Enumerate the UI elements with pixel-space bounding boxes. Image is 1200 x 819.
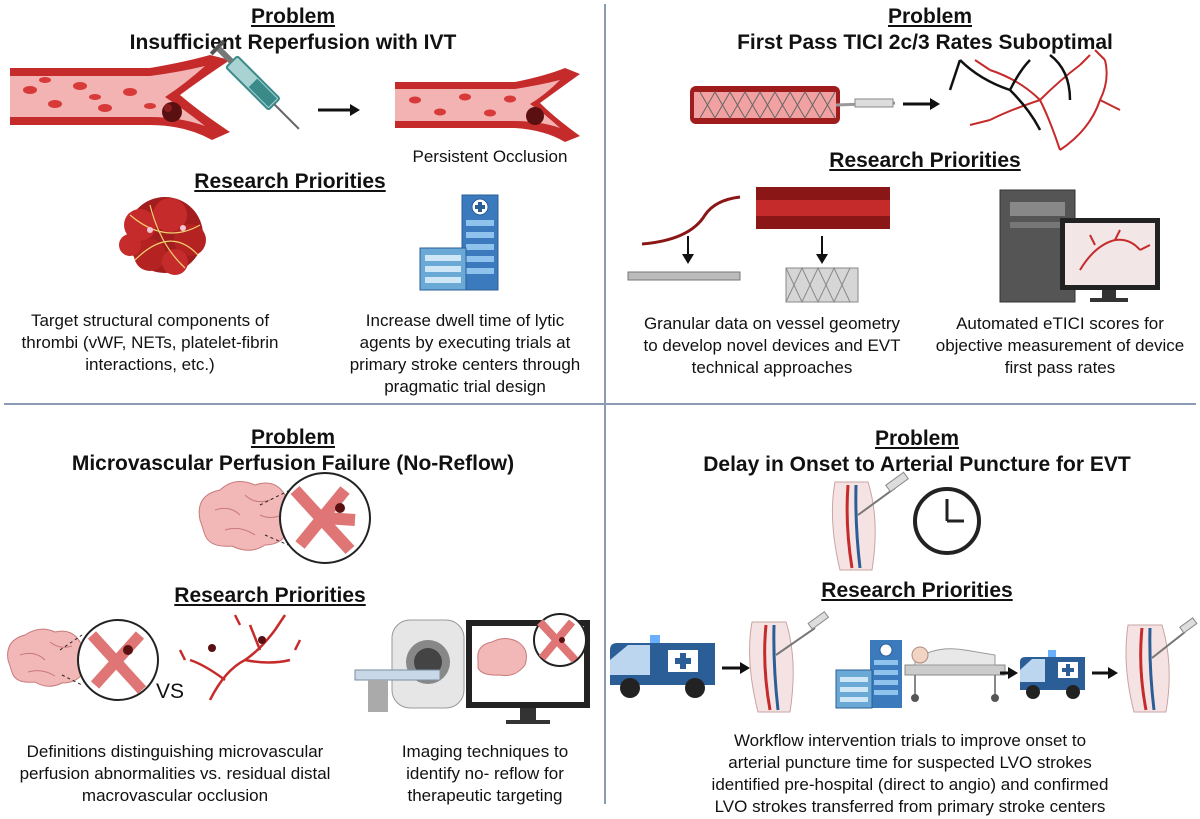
q2-priorities-label: Research Priorities	[829, 149, 1021, 172]
q4-problem-label: Problem	[874, 427, 960, 450]
computer-workstation-icon	[999, 189, 1160, 303]
q1-priority-2-line: agents by executing trials at	[359, 333, 571, 352]
q1-outcome-label: Persistent Occlusion	[412, 147, 568, 166]
leg-puncture-icon	[749, 610, 830, 713]
q2-priority-2-line: objective measurement of device	[935, 336, 1185, 355]
q1-priority-1: Target structural components of thrombi …	[10, 310, 290, 376]
q1-priority-1-line: thrombi (vWF, NETs, platelet-fibrin	[21, 333, 279, 352]
q2-priority-2: Automated eTICI scores for objective mea…	[920, 313, 1200, 379]
q1-priority-2-line: pragmatic trial design	[384, 377, 546, 396]
q3-priorities-label: Research Priorities	[174, 584, 366, 607]
q2-problem-label: Problem	[887, 5, 973, 28]
hospital-building-icon	[419, 194, 499, 291]
monitor-perfusion-icon	[466, 613, 590, 724]
stent-in-vessel-icon	[690, 86, 896, 124]
q2-priority-2-line: Automated eTICI scores for	[956, 314, 1164, 333]
syringe-icon	[209, 39, 300, 130]
arrow-icon	[1000, 667, 1018, 679]
q1-priority-2-line: Increase dwell time of lytic	[365, 311, 565, 330]
q4-problem-title: Delay in Onset to Arterial Puncture for …	[703, 453, 1131, 476]
q4-priority-1-line: Workflow intervention trials to improve …	[733, 731, 1087, 750]
brain-microvascular-icon	[198, 472, 371, 564]
q1-problem-label: Problem	[250, 5, 336, 28]
clock-icon	[913, 487, 981, 555]
q2-priority-1: Granular data on vessel geometry to deve…	[622, 313, 922, 379]
q3-problem-label: Problem	[250, 426, 336, 449]
q2-priority-2-line: first pass rates	[1004, 358, 1116, 377]
q3-priority-1-line: Definitions distinguishing microvascular	[26, 742, 324, 761]
hospital-bed-icon	[904, 646, 1006, 702]
q3-priority-2-line: Imaging techniques to	[401, 742, 569, 761]
q2-priority-1-line: Granular data on vessel geometry	[643, 314, 901, 333]
q1-vessel-persistent-occlusion	[395, 68, 580, 142]
q1-priority-2: Increase dwell time of lytic agents by e…	[325, 310, 605, 398]
arrow-icon	[1092, 667, 1118, 679]
mri-scanner-icon	[354, 619, 465, 712]
angiogram-vessels-icon	[948, 49, 1121, 151]
q4-priority-1-line: LVO strokes transferred from primary str…	[714, 797, 1106, 816]
brain-comparison-icon	[7, 619, 159, 701]
vs-label: VS	[155, 680, 184, 703]
q1-priorities-label: Research Priorities	[194, 170, 386, 193]
arrow-icon	[722, 662, 750, 674]
q2-priority-1-line: to develop novel devices and EVT	[643, 336, 901, 355]
q1-vessel-with-clot	[10, 55, 230, 140]
q3-priority-1-line: macrovascular occlusion	[81, 786, 269, 805]
q3-priority-2-line: identify no- reflow for	[406, 764, 564, 783]
horizontal-divider	[4, 403, 1196, 405]
q4-priority-1: Workflow intervention trials to improve …	[660, 730, 1160, 818]
thrombus-icon	[119, 197, 206, 275]
q3-priority-1-line: perfusion abnormalities vs. residual dis…	[19, 764, 331, 783]
q1-arrow	[318, 104, 360, 116]
q1-problem-title: Insufficient Reperfusion with IVT	[129, 31, 457, 54]
distal-vessel-occlusion-icon	[178, 614, 302, 701]
leg-arterial-puncture-icon	[831, 471, 909, 571]
q1-priority-1-line: interactions, etc.)	[85, 355, 215, 374]
q2-arrow	[903, 98, 940, 110]
ambulance-icon	[610, 635, 715, 698]
q4-priority-1-line: identified pre-hospital (direct to angio…	[711, 775, 1109, 794]
q4-priority-1-line: arterial puncture time for suspected LVO…	[728, 753, 1092, 772]
q1-priority-1-line: Target structural components of	[30, 311, 270, 330]
q3-priority-2-line: therapeutic targeting	[407, 786, 563, 805]
q1-priority-2-line: primary stroke centers through	[349, 355, 581, 374]
hospital-icon	[835, 640, 902, 709]
q4-priorities-label: Research Priorities	[821, 579, 1013, 602]
vessel-geometry-icon	[627, 187, 890, 304]
q2-priority-1-line: technical approaches	[691, 358, 853, 377]
leg-puncture-icon	[1125, 617, 1198, 713]
q3-priority-1: Definitions distinguishing microvascular…	[0, 741, 350, 807]
q2-problem-title: First Pass TICI 2c/3 Rates Suboptimal	[737, 31, 1113, 54]
small-ambulance-icon	[1020, 650, 1085, 699]
q3-problem-title: Microvascular Perfusion Failure (No-Refl…	[71, 452, 515, 475]
q3-priority-2: Imaging techniques to identify no- reflo…	[375, 741, 595, 807]
